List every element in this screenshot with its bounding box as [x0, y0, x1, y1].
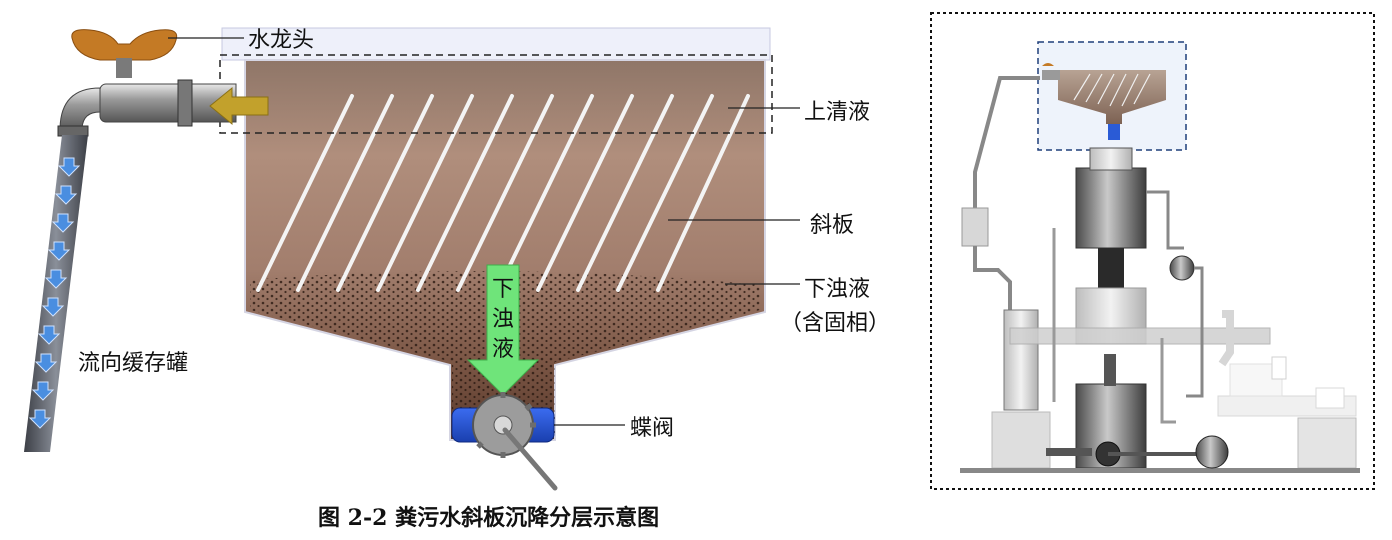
figure-caption: 图 2-2 粪污水斜板沉降分层示意图 [318, 500, 659, 532]
inset-motor [1196, 436, 1228, 468]
inset-base-left [992, 412, 1050, 468]
label-butterfly-valve: 蝶阀 [630, 410, 674, 442]
equipment-overview [930, 12, 1375, 490]
label-turbid-liquid: 下浊液 [804, 271, 870, 303]
arrow-vertical-text: 下 浊 液 [488, 275, 518, 365]
arrow-char-3: 液 [488, 335, 518, 365]
faucet-icon [58, 30, 236, 136]
inset-left-column [1004, 310, 1038, 410]
label-faucet: 水龙头 [248, 22, 314, 54]
arrow-char-1: 下 [488, 275, 518, 305]
inset-floor [960, 468, 1360, 473]
inset-upper-cylinder [1076, 168, 1146, 248]
inset-filter-box [962, 208, 988, 246]
label-supernatant: 上清液 [804, 94, 870, 126]
label-buffer-tank: 流向缓存罐 [78, 345, 188, 377]
settling-tank-diagram [0, 0, 920, 500]
inset-pump [1170, 256, 1194, 280]
arrow-char-2: 浊 [488, 305, 518, 335]
inset-base-right [1298, 418, 1356, 468]
outflow-pipe [24, 135, 88, 452]
label-inclined-plate: 斜板 [810, 207, 854, 239]
label-solid-phase: （含固相） [780, 305, 890, 337]
